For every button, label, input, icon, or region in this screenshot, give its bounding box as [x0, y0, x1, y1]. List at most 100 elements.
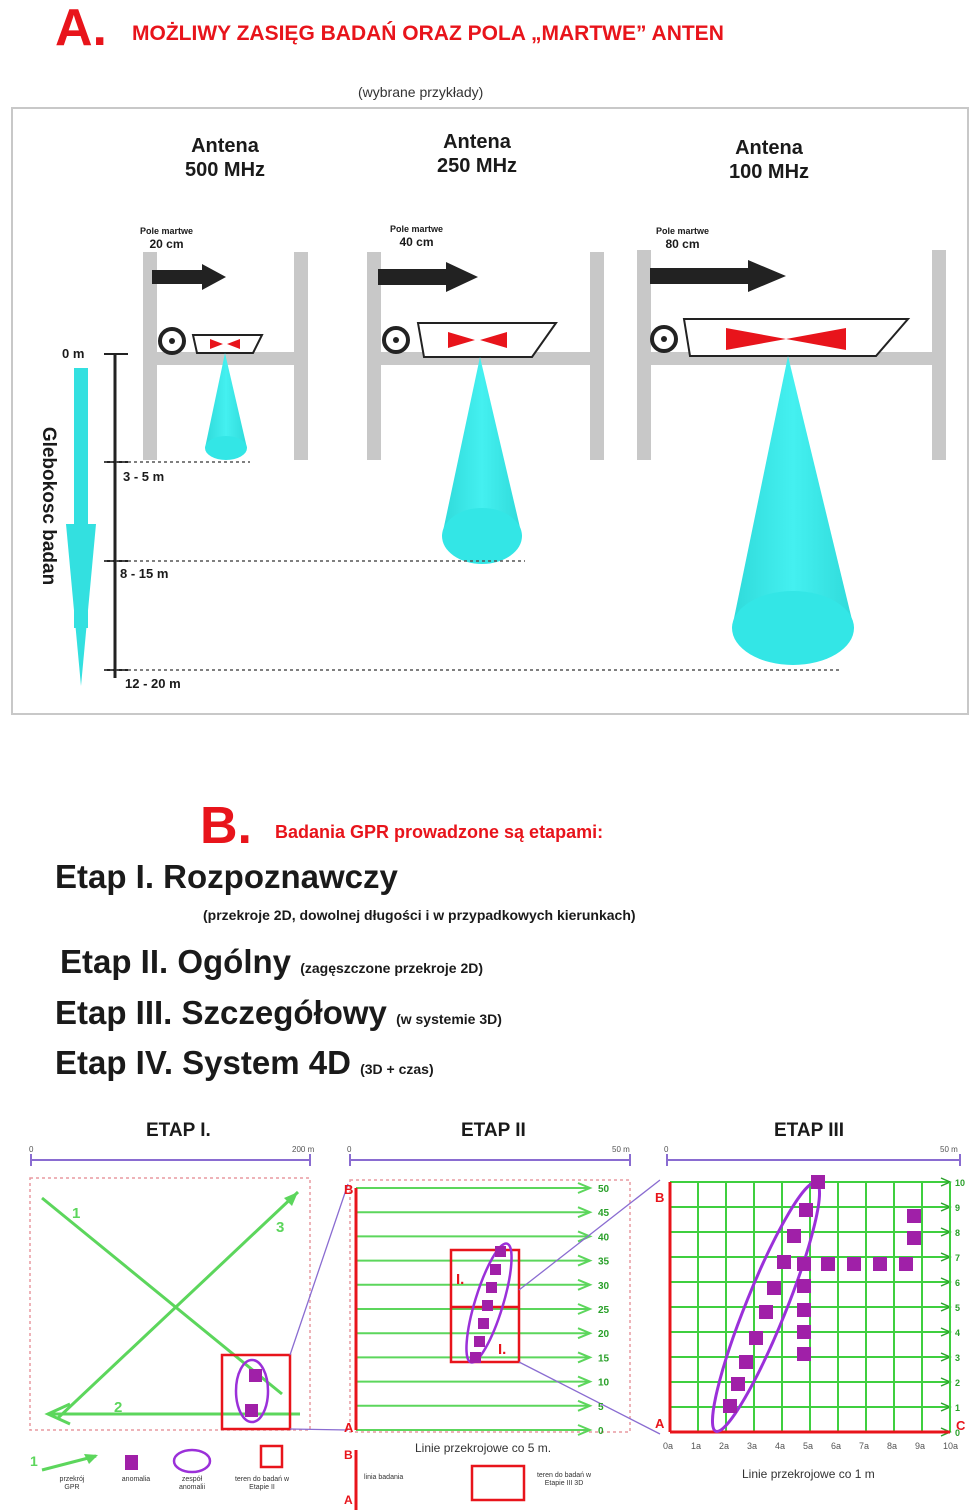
- anomaly: [797, 1279, 811, 1293]
- profile-arrow: [577, 1375, 593, 1388]
- tick-label: 0: [598, 1426, 604, 1437]
- svg-text:1: 1: [72, 1205, 80, 1222]
- antenna-250-rig: [367, 252, 604, 564]
- anomaly: [907, 1209, 921, 1223]
- svg-text:B: B: [344, 1448, 353, 1462]
- tick-label: 1: [955, 1403, 960, 1413]
- tick-label: 20: [598, 1329, 610, 1340]
- anomaly: [787, 1229, 801, 1243]
- svg-text:C: C: [956, 1418, 966, 1433]
- tick-label: 5a: [803, 1441, 813, 1451]
- stage-2-area: [220, 1353, 292, 1431]
- direction-arrow: [650, 260, 786, 292]
- anomaly-group: [234, 1358, 270, 1424]
- anomaly: [797, 1257, 811, 1271]
- stage-1: Etap I. Rozpoznawczy: [55, 858, 398, 895]
- profile-arrow: [577, 1230, 593, 1243]
- svg-text:2: 2: [114, 1399, 122, 1416]
- tick-label: 7a: [859, 1441, 869, 1451]
- panel-3-caption: Linie przekrojowe co 1 m: [742, 1467, 875, 1481]
- depth-axis-label: Glebokosc badan: [38, 426, 59, 586]
- tick-label: 35: [598, 1257, 610, 1268]
- antenna-500-rig: [143, 252, 308, 460]
- tick-label: 0: [955, 1428, 960, 1438]
- profile-line-3: [56, 1190, 300, 1420]
- profile-arrow: [577, 1424, 593, 1436]
- svg-text:I.: I.: [498, 1341, 506, 1358]
- svg-text:I.: I.: [456, 1271, 464, 1288]
- depth-level-3: 12 - 20 m: [125, 676, 181, 691]
- anomaly: [777, 1255, 791, 1269]
- svg-text:B: B: [344, 1182, 353, 1197]
- tick-label: 25: [598, 1305, 610, 1316]
- tick-label: 4a: [775, 1441, 785, 1451]
- antenna-100-rig: [637, 250, 946, 665]
- anomaly: [797, 1303, 811, 1317]
- dead-zone-100: Pole martwe 80 cm: [656, 226, 710, 251]
- anomaly: [811, 1175, 825, 1189]
- tick-label: 5: [955, 1303, 960, 1313]
- tick-label: 50: [598, 1184, 610, 1195]
- stage-1-detail: (przekroje 2D, dowolnej długości i w prz…: [203, 907, 636, 923]
- tick-label: 6a: [831, 1441, 841, 1451]
- legend-area-icon: [259, 1444, 284, 1469]
- svg-text:50 m: 50 m: [940, 1145, 958, 1154]
- section-a-subtitle: (wybrane przykłady): [358, 84, 484, 100]
- section-b-title: Badania GPR prowadzone są etapami:: [275, 822, 604, 842]
- svg-text:B: B: [655, 1190, 664, 1205]
- scale-start: 0: [29, 1145, 34, 1154]
- legend-group-label: zespół anomalii: [178, 1476, 206, 1491]
- tick-label: 9: [955, 1203, 960, 1213]
- anomaly: [899, 1257, 913, 1271]
- legend-anomaly-label: anomalia: [121, 1476, 151, 1483]
- svg-text:A: A: [655, 1416, 665, 1431]
- anomalies: [723, 1175, 921, 1413]
- direction-arrow: [152, 264, 226, 290]
- tick-label: 3a: [747, 1441, 757, 1451]
- anomaly: [767, 1281, 781, 1295]
- anomaly: [731, 1377, 745, 1391]
- anomaly: [821, 1257, 835, 1271]
- legend-group-icon: [172, 1448, 212, 1474]
- tick-label: 7: [955, 1253, 960, 1263]
- depth-level-1: 3 - 5 m: [123, 469, 165, 484]
- svg-text:A: A: [344, 1420, 354, 1435]
- anomaly: [847, 1257, 861, 1271]
- profile-lines: [356, 1182, 593, 1436]
- profile-arrow: [577, 1399, 593, 1412]
- section-a-letter: A.: [55, 0, 107, 57]
- profile-arrow: [577, 1254, 593, 1267]
- scale-end: 200 m: [292, 1145, 315, 1154]
- anomaly: [873, 1257, 887, 1271]
- tick-label: 5: [598, 1402, 604, 1413]
- tick-label: 10a: [943, 1441, 958, 1451]
- tick-label: 30: [598, 1281, 610, 1292]
- section-a-title: MOŻLIWY ZASIĘG BADAŃ ORAZ POLA „MARTWE” …: [132, 22, 724, 45]
- tick-label: 2a: [719, 1441, 729, 1451]
- profile-arrow: [577, 1327, 593, 1340]
- svg-text:1: 1: [30, 1453, 38, 1469]
- depth-level-2: 8 - 15 m: [120, 566, 169, 581]
- legend-area3-icon: [470, 1464, 526, 1502]
- tick-label: 8: [955, 1228, 960, 1238]
- legend-line-label: linia badania: [364, 1474, 404, 1481]
- anomaly: [749, 1331, 763, 1345]
- tick-label: 3: [955, 1353, 960, 1363]
- anomaly: [249, 1369, 262, 1382]
- section-b-letter: B.: [200, 797, 252, 855]
- direction-arrow: [378, 262, 478, 292]
- stages-diagram: 0 200 m 1 2 3 0 50 m B A I. I.: [29, 1145, 966, 1510]
- tick-label: 0a: [663, 1441, 673, 1451]
- svg-text:0: 0: [347, 1145, 352, 1154]
- signal-cone: [732, 356, 854, 628]
- profile-arrow: [577, 1278, 593, 1291]
- dead-zone-500: Pole martwe 20 cm: [140, 226, 194, 251]
- tick-label: 8a: [887, 1441, 897, 1451]
- antenna-diagram: [11, 107, 969, 715]
- anomaly: [797, 1325, 811, 1339]
- panel-3-title: ETAP III: [774, 1120, 845, 1141]
- profile-line-1: [41, 1196, 283, 1396]
